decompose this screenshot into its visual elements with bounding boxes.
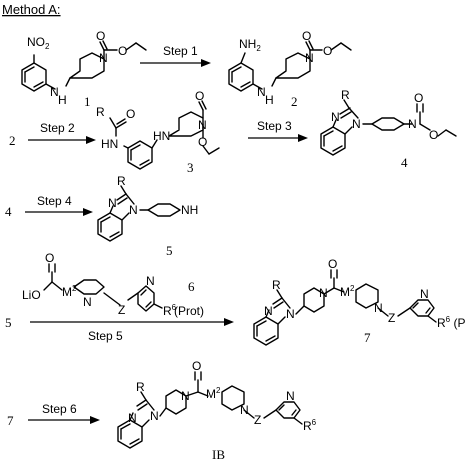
- atom-o: O: [126, 107, 135, 121]
- compound-4-structure: [320, 99, 457, 156]
- compound-IB-structure: [117, 371, 303, 449]
- atom-m2: M2: [62, 284, 77, 299]
- reagent-prot-label: (Prot): [174, 304, 204, 318]
- arrow-step-4: [25, 208, 93, 216]
- step-3-label: Step 3: [257, 119, 292, 133]
- atom-o: O: [96, 29, 105, 43]
- compound-number-6: 6: [188, 279, 195, 294]
- compound-3-structure: [109, 100, 220, 170]
- compound-number-4: 4: [401, 155, 408, 170]
- step-4-label: Step 4: [37, 194, 72, 208]
- atom-o: O: [323, 44, 332, 58]
- row-reactant-7: 7: [7, 413, 14, 428]
- row-reactant-4: 4: [5, 204, 12, 219]
- arrow-step-6: [28, 416, 100, 424]
- compound-number-5: 5: [166, 243, 173, 258]
- arrow-step-2: [28, 136, 96, 144]
- atom-n: N: [264, 304, 273, 318]
- atom-n: N: [331, 110, 340, 124]
- arrow-step-5: [30, 318, 234, 326]
- atom-nh: NH: [181, 203, 198, 217]
- atom-n: N: [150, 409, 159, 423]
- atom-n: N: [352, 117, 361, 131]
- compound-2-structure: [228, 40, 352, 92]
- atom-r6-truncated: R6 (P: [437, 315, 465, 330]
- method-title: Method A:: [2, 2, 61, 17]
- atom-r: R: [272, 278, 281, 292]
- atom-r: R: [136, 380, 145, 394]
- step-5-label: Step 5: [88, 329, 123, 343]
- atom-o: O: [328, 257, 337, 271]
- atom-o: O: [429, 128, 438, 142]
- atom-h: H: [265, 93, 274, 107]
- compound-6-structure: [43, 263, 163, 312]
- atom-nh: N: [50, 85, 59, 99]
- atom-z: Z: [388, 311, 395, 325]
- atom-o: O: [414, 91, 423, 105]
- atom-n: N: [408, 117, 417, 131]
- atom-nh2: NH2: [239, 37, 261, 53]
- atom-z: Z: [254, 413, 261, 427]
- atom-r: R: [96, 105, 105, 119]
- atom-n: N: [108, 196, 117, 210]
- atom-hn: HN: [101, 137, 118, 151]
- atom-o: O: [118, 44, 127, 58]
- step-1-label: Step 1: [163, 44, 198, 58]
- atom-m2: M2: [340, 284, 355, 299]
- atom-n: N: [128, 411, 137, 425]
- atom-hn: HN: [153, 129, 170, 143]
- atom-o: O: [45, 251, 54, 265]
- atom-n: N: [374, 301, 383, 315]
- compound-label-IB: IB: [212, 447, 225, 462]
- atom-nh: N: [257, 85, 266, 99]
- atom-n: N: [420, 287, 429, 301]
- atom-n: N: [146, 274, 155, 288]
- compound-number-2: 2: [291, 94, 298, 109]
- step-2-label: Step 2: [40, 121, 75, 135]
- atom-n: N: [240, 403, 249, 417]
- compound-number-1: 1: [84, 94, 91, 109]
- atom-h: H: [58, 93, 67, 107]
- compound-number-7: 7: [364, 330, 371, 345]
- atom-n: N: [181, 389, 190, 403]
- atom-n: N: [286, 307, 295, 321]
- arrow-step-1: [140, 59, 211, 67]
- row-reactant-2: 2: [9, 133, 16, 148]
- atom-lio: LiO: [22, 288, 41, 302]
- atom-n: N: [129, 203, 138, 217]
- atom-m2: M2: [206, 386, 221, 401]
- atom-n: N: [305, 51, 314, 65]
- row-reactant-5: 5: [5, 315, 12, 330]
- atom-o: O: [302, 29, 311, 43]
- step-6-label: Step 6: [42, 402, 77, 416]
- atom-n: N: [99, 51, 108, 65]
- atom-n: N: [83, 295, 92, 309]
- atom-r: R: [341, 88, 350, 102]
- atom-r: R: [117, 174, 126, 188]
- atom-r6: R6: [303, 418, 317, 433]
- atom-n: N: [286, 389, 295, 403]
- atom-n: N: [319, 286, 328, 300]
- compound-1-structure: [21, 40, 147, 92]
- atom-r6: R6: [163, 303, 177, 318]
- atom-o: O: [195, 89, 204, 103]
- atom-n: N: [198, 118, 207, 132]
- arrow-step-3: [248, 134, 308, 142]
- atom-o: O: [192, 359, 201, 373]
- atom-z: Z: [118, 303, 125, 317]
- compound-number-3: 3: [187, 160, 194, 175]
- atom-o: O: [198, 135, 207, 149]
- compound-5-structure: [97, 185, 181, 242]
- compound-7-structure: [253, 269, 437, 346]
- atom-no2: NO2: [27, 35, 50, 51]
